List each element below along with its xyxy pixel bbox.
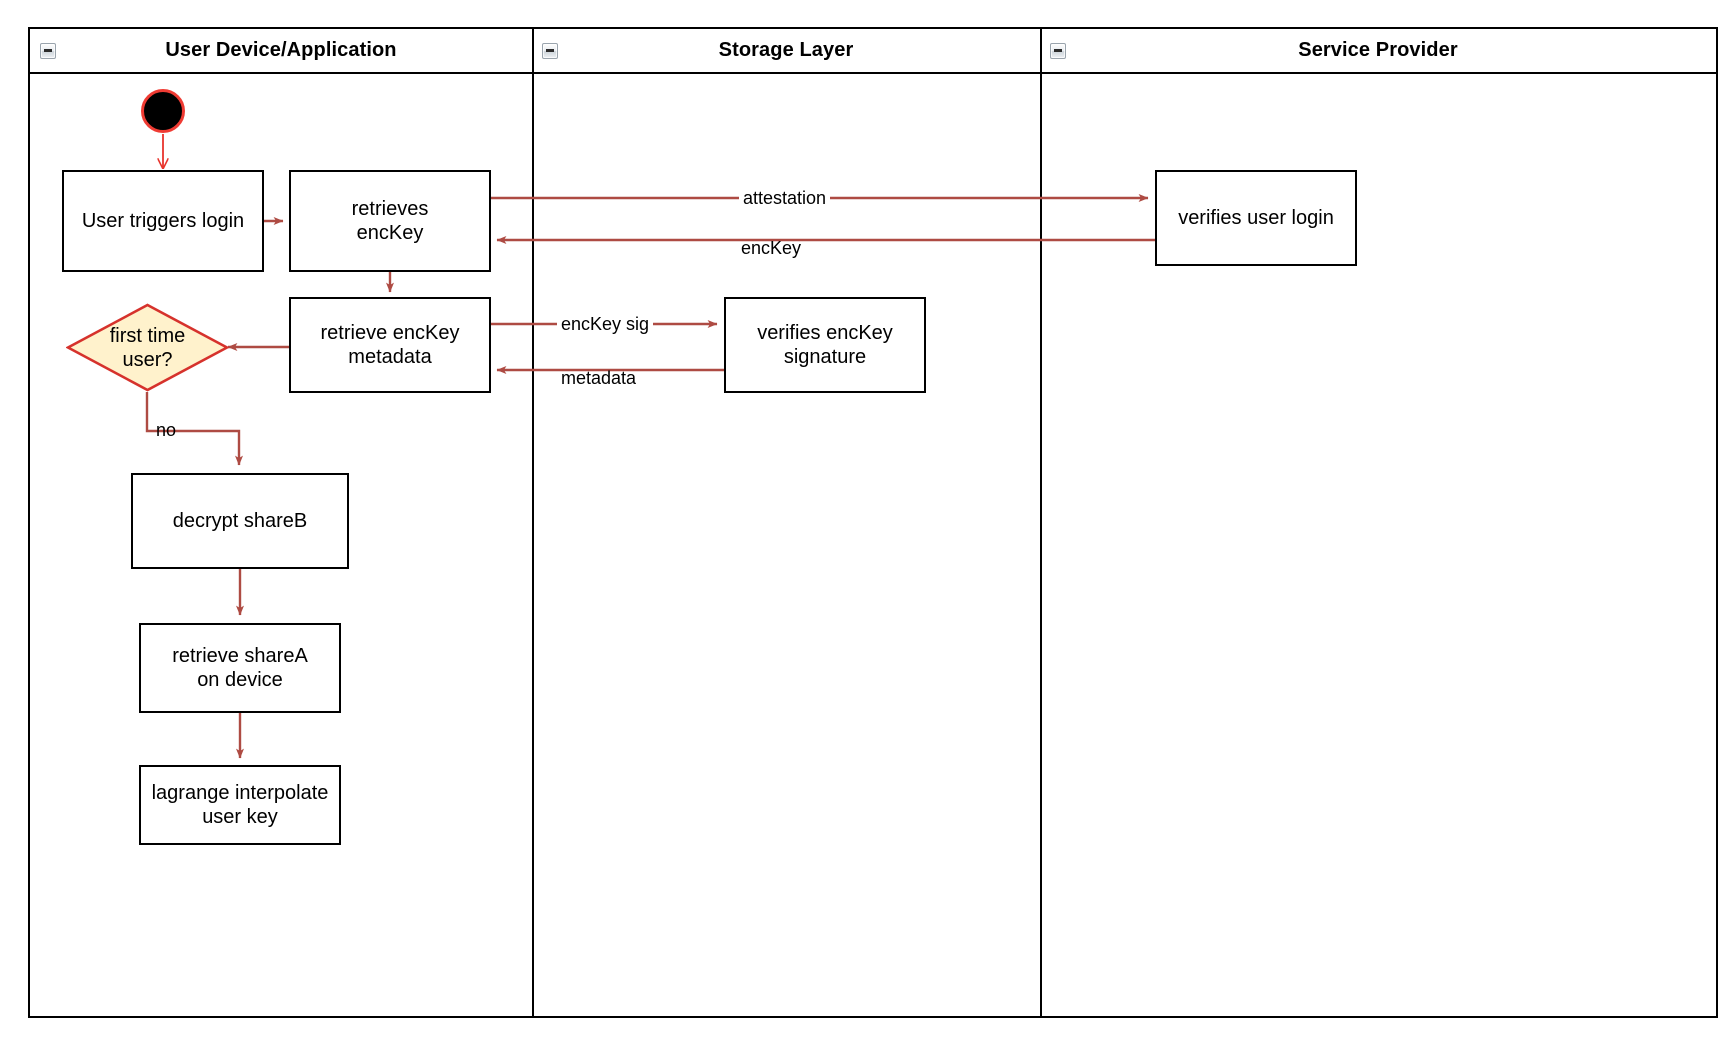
node-label: verifies encKey signature [757, 321, 893, 368]
node-verifies-enckey-signature[interactable]: verifies encKey signature [724, 297, 926, 393]
node-label: lagrange interpolate user key [151, 781, 329, 828]
node-label: verifies user login [1178, 206, 1334, 229]
node-label: retrieve encKey metadata [320, 321, 460, 368]
node-first-time-user-decision[interactable]: first time user? [66, 303, 229, 392]
edge-label-enckey: encKey [741, 238, 802, 258]
node-retrieve-sharea[interactable]: retrieve shareA on device [139, 623, 341, 713]
node-retrieve-enckey-metadata[interactable]: retrieve encKey metadata [289, 297, 491, 393]
minus-box-icon[interactable] [40, 42, 56, 59]
node-decrypt-shareb[interactable]: decrypt shareB [131, 473, 349, 569]
edge-label-attestation: attestation [739, 189, 831, 207]
edge-label-no: no [156, 420, 177, 440]
decision-label-wrap: first time user? [66, 303, 229, 392]
node-label: first time user? [109, 324, 186, 371]
node-retrieves-enckey[interactable]: retrieves encKey [289, 170, 491, 272]
node-label: decrypt shareB [172, 509, 308, 532]
lane-header-user-device[interactable]: User Device/Application [30, 29, 532, 72]
lane-divider-2 [1040, 29, 1042, 1016]
lane-title-storage-layer: Storage Layer [718, 39, 854, 61]
edge-label-metadata: metadata [561, 368, 637, 388]
edge-label-enckey-sig: encKey sig [557, 315, 654, 333]
lane-divider-1 [532, 29, 534, 1016]
start-node [141, 89, 185, 133]
node-label: User triggers login [81, 209, 245, 232]
minus-box-icon[interactable] [542, 42, 558, 59]
node-verifies-user-login[interactable]: verifies user login [1155, 170, 1357, 266]
node-label: retrieve shareA on device [172, 644, 308, 691]
node-label: retrieves encKey [351, 197, 429, 244]
lane-title-service-provider: Service Provider [1298, 39, 1458, 61]
node-lagrange-interpolate[interactable]: lagrange interpolate user key [139, 765, 341, 845]
lane-header-service-provider[interactable]: Service Provider [1040, 29, 1716, 72]
minus-box-icon[interactable] [1050, 42, 1066, 59]
node-user-triggers-login[interactable]: User triggers login [62, 170, 264, 272]
header-separator [30, 72, 1716, 74]
lane-header-storage-layer[interactable]: Storage Layer [532, 29, 1040, 72]
lane-title-user-device: User Device/Application [165, 39, 397, 61]
decision-diamond-shape [66, 303, 229, 392]
